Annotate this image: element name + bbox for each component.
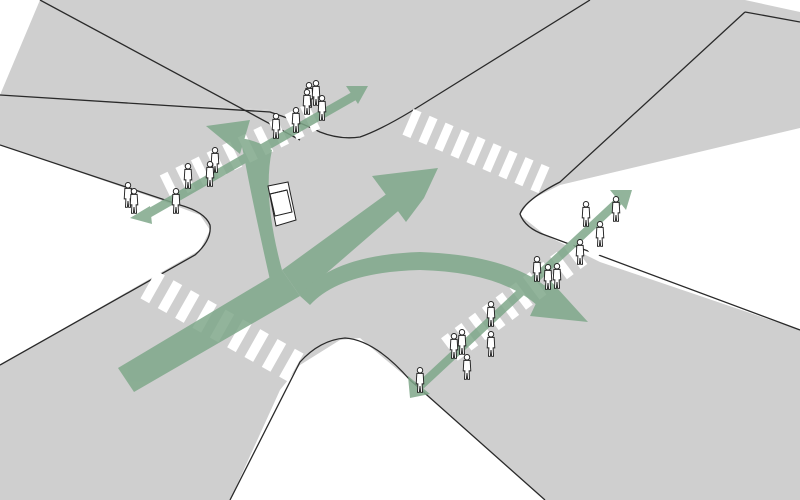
pedestrian	[317, 95, 327, 121]
crosswalk-stripe	[402, 108, 422, 139]
pedestrian	[205, 161, 215, 187]
crosswalk-stripe	[140, 270, 165, 304]
movement-arrows	[118, 86, 632, 398]
pedestrian	[543, 264, 553, 290]
pedestrian	[449, 333, 459, 359]
crosswalk-stripe	[434, 122, 454, 152]
ped-crossing-northwest-shaft	[142, 92, 356, 220]
pedestrian	[532, 256, 542, 282]
ped-crossing-northwest-head-ne	[346, 86, 368, 104]
pedestrian	[271, 113, 281, 139]
crosswalk-stripe	[418, 115, 438, 145]
pedestrian	[486, 331, 496, 357]
pedestrians	[123, 80, 621, 393]
crosswalk-stripe	[244, 329, 269, 362]
vehicle-arrow-left-shaft	[240, 138, 282, 280]
ped-crossing-southeast-shaft	[416, 196, 624, 390]
road-arm-northwest	[0, 0, 590, 138]
crosswalk-stripe	[227, 319, 252, 353]
crosswalk-stripe	[279, 348, 304, 382]
crosswalk-stripe	[157, 280, 183, 314]
pedestrian	[457, 329, 467, 355]
pedestrian	[486, 301, 496, 327]
crosswalk-stripe	[175, 290, 200, 323]
pedestrian	[611, 196, 621, 222]
pedestrian	[311, 80, 321, 106]
crosswalk-stripe	[482, 143, 502, 173]
crosswalk-stripe	[498, 150, 518, 180]
pedestrian	[415, 367, 425, 393]
pedestrian	[183, 163, 193, 189]
vehicle-arrow-straight-shaft	[282, 190, 404, 296]
pedestrian	[171, 188, 181, 214]
crosswalk-stripe	[530, 163, 550, 194]
ped-crossing-southeast-head-ne	[610, 190, 632, 210]
vehicle-arrow-trunk	[118, 270, 300, 392]
vehicle-windshield	[269, 189, 288, 195]
curb-northeast-top	[744, 11, 800, 23]
vehicle	[267, 181, 297, 227]
vehicle-arrow-straight-head	[372, 168, 438, 222]
curb-southeast	[229, 337, 546, 500]
pedestrian	[581, 201, 591, 227]
crosswalk-northeast	[402, 108, 550, 194]
crosswalk-stripe	[450, 129, 470, 159]
curb-southwest	[0, 144, 211, 366]
curb-northwest-top	[39, 0, 301, 141]
pedestrian	[129, 188, 139, 214]
pedestrian	[595, 221, 605, 247]
curb-northeast	[519, 11, 800, 331]
crosswalk-stripe	[261, 338, 287, 372]
pedestrian	[575, 239, 585, 265]
vehicle-arrow-right-head	[530, 278, 588, 322]
vehicle-arrow-right-shaft	[300, 252, 550, 306]
ped-crossing-northwest-head-sw	[130, 206, 152, 224]
pedestrian	[291, 107, 301, 133]
vehicle-arrow-left-head	[206, 120, 250, 154]
pedestrian	[462, 354, 472, 380]
pedestrian	[552, 263, 562, 289]
crosswalk-stripe	[514, 157, 534, 187]
crosswalk-stripe	[466, 136, 486, 166]
pedestrian	[302, 89, 312, 115]
